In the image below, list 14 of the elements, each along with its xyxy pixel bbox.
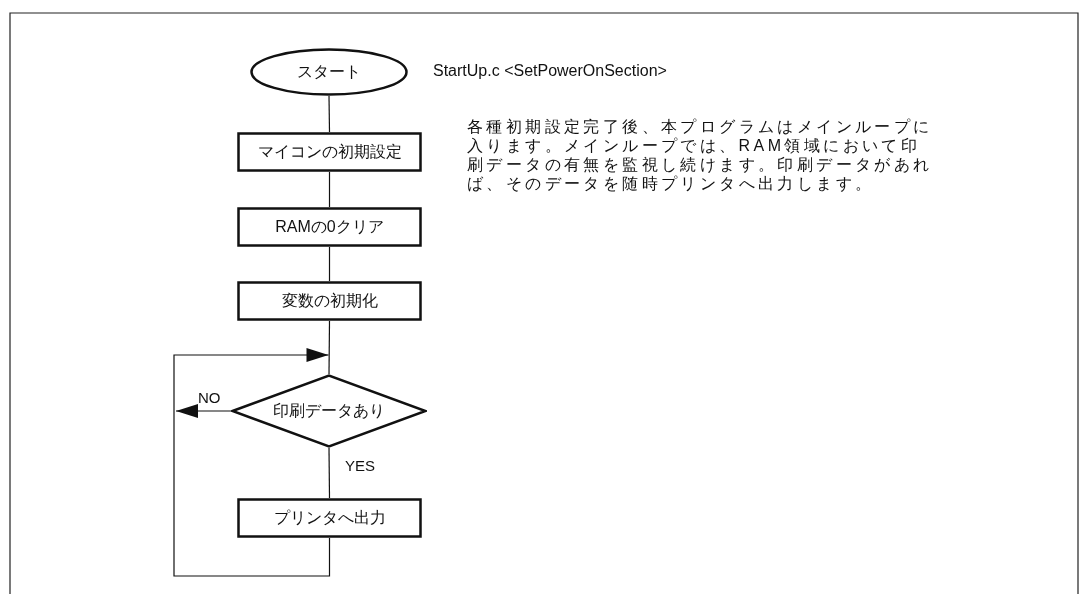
node-label: 変数の初期化 [281,290,378,311]
node-label: RAMの0クリア [275,216,384,237]
description-text: 各種初期設定完了後、本プログラムはメインループに入ります。メインループでは、RAM領域において印刷データの有無を監視し続けます。印刷データがあれば、そのデータを随時プリンタへ出力します。 [467,117,934,193]
file-label: StartUp.c <SetPowerOnSection> [433,62,667,80]
node-label: マイコンの初期設定 [257,141,402,162]
node-label: プリンタへ出力 [273,507,386,528]
process-box [237,281,422,321]
decision-diamond [231,374,427,448]
process-box [237,498,422,538]
process-box [237,207,422,247]
start-ellipse [250,48,408,96]
node-label: 印刷データあり [273,400,385,421]
process-box [237,132,422,172]
node-label: スタート [297,61,361,82]
